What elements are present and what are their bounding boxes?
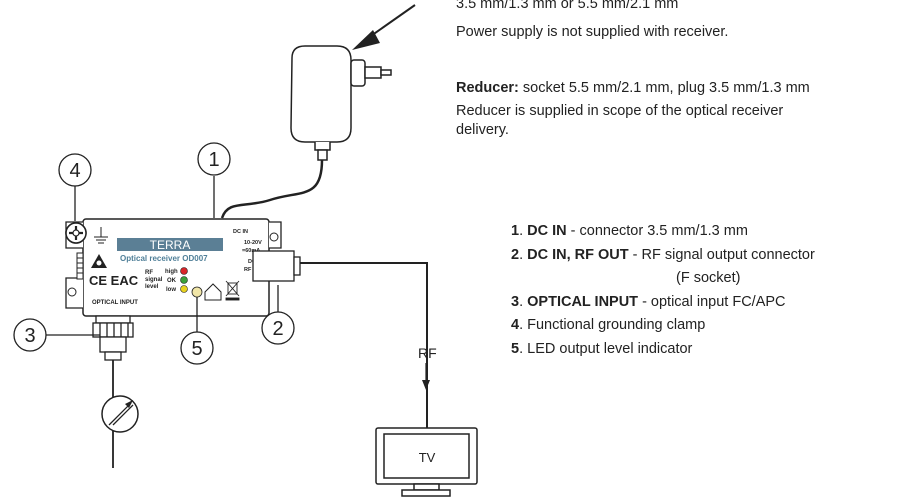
callout-1: 1 [197,142,231,176]
power-arrow [352,4,416,50]
rf-down-arrow [422,363,430,390]
dc-cable [220,159,324,219]
led-ok [180,276,188,284]
legend-item-1: 1. DC IN - connector 3.5 mm/1.3 mm [511,223,748,239]
led-low [180,285,188,293]
power-adapter-icon [290,45,392,161]
legend-item-2-continued: (F socket) [676,270,741,286]
rf-connector [252,250,301,282]
weee-icon [225,280,240,301]
tv-icon [375,427,478,497]
optical-meter-icon [101,395,139,433]
callout-4: 4 [58,153,92,187]
svg-text:=60mA: =60mA [242,248,260,254]
legend-item-5: 5. LED output level indicator [511,340,693,357]
rf-label: RF [418,345,437,361]
svg-text:3: 3 [24,325,35,347]
certification-marks: CE EAC [89,273,139,288]
svg-text:RF: RF [145,270,153,276]
led-high [180,267,188,275]
model-label: Optical receiver OD007 [120,254,208,263]
rf-cable [300,262,428,428]
svg-text:high: high [165,269,178,275]
svg-text:signal: signal [145,277,163,283]
grounding-clamp-icon [65,222,87,244]
tv-label: TV [419,450,436,465]
indoor-icon [204,283,222,301]
optical-connector [92,315,134,361]
svg-text:10-20V: 10-20V [244,240,262,246]
svg-text:OK: OK [167,278,177,284]
reducer-heading: Reducer: socket 5.5 mm/2.1 mm, plug 3.5 … [456,79,810,98]
legend-list: 1. DC IN - connector 3.5 mm/1.3 mm 2. DC… [511,220,815,361]
reducer-title: Reducer: [456,80,519,96]
receiver-device: TERRA Optical receiver OD007 DC IN 10-20… [65,218,282,317]
callout-5: 5 [180,331,214,365]
svg-text:level: level [145,284,159,290]
callout-2: 2 [261,311,295,345]
legend-item-3: 3. OPTICAL INPUT - optical input FC/APC [511,293,786,310]
legend-item-4: 4. Functional grounding clamp [511,317,706,333]
led-indicator [191,286,203,298]
reducer-note-line2: delivery. [456,122,509,138]
svg-text:5: 5 [191,338,202,360]
power-note-text: Power supply is not supplied with receiv… [456,24,729,40]
brand-label: TERRA [150,238,191,252]
svg-text:2: 2 [272,318,283,340]
svg-text:1: 1 [208,149,219,171]
optical-input-label: OPTICAL INPUT [92,300,138,306]
reducer-spec: socket 5.5 mm/2.1 mm, plug 3.5 mm/1.3 mm [518,80,810,96]
svg-text:4: 4 [69,160,80,182]
svg-text:low: low [166,287,176,293]
reducer-note-line1: Reducer is supplied in scope of the opti… [456,103,784,119]
legend-item-2: 2. DC IN, RF OUT - RF signal output conn… [511,246,815,263]
power-spec-text: 3.5 mm/1.3 mm or 5.5 mm/2.1 mm [456,0,679,12]
svg-text:DC IN: DC IN [233,229,248,235]
callout-3: 3 [13,318,47,352]
